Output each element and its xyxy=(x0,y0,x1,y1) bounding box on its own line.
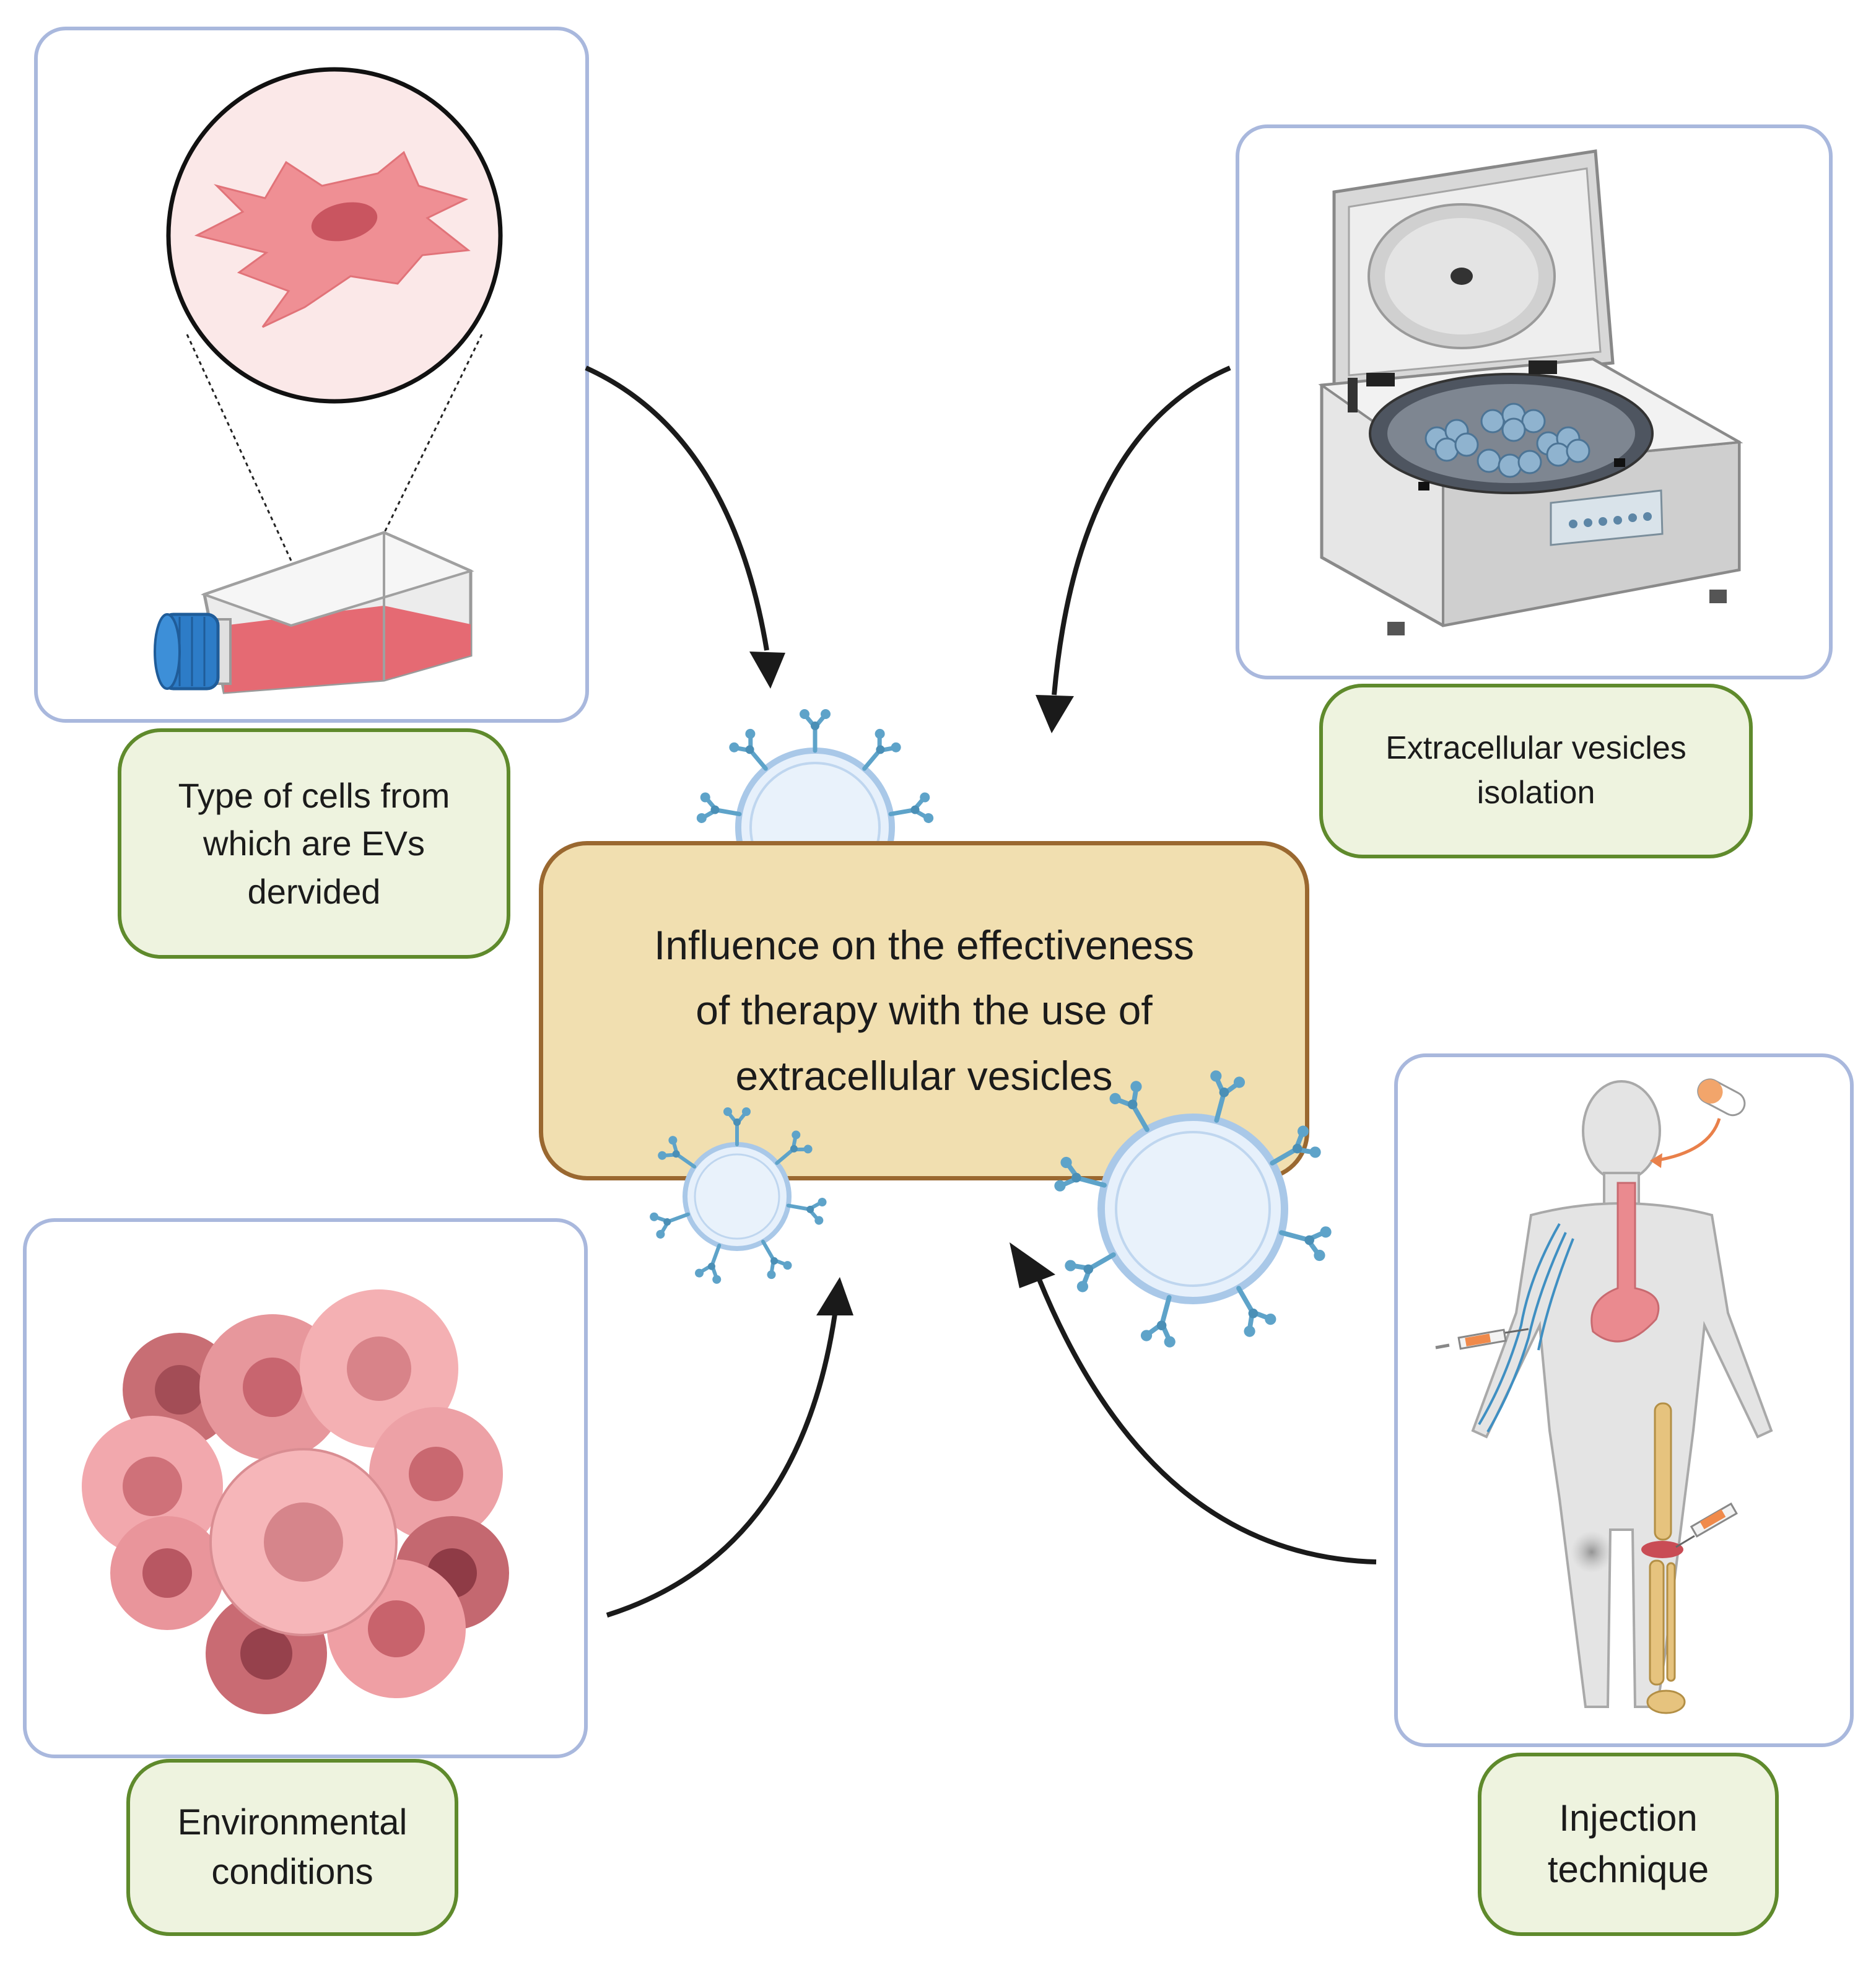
centrifuge-icon xyxy=(1318,149,1743,635)
injection-text: Injection technique xyxy=(1547,1797,1709,1890)
arrow-from-cell-type xyxy=(585,365,785,689)
cell-type-text: Type of cells from which are EVs dervide… xyxy=(178,776,450,911)
cell-cluster-icon xyxy=(82,1289,509,1714)
arrow-from-isolation xyxy=(1036,365,1231,733)
arrow-from-environment xyxy=(606,1277,853,1618)
isolation-label: Extracellular vesicles isolation xyxy=(1319,684,1753,858)
human-body-injection-icon xyxy=(1435,1078,1773,1714)
culture-flask-with-magnified-cell-icon xyxy=(154,67,503,694)
central-outcome-box: Influence on the effectiveness of therap… xyxy=(539,841,1309,1180)
arrow-from-injection xyxy=(1010,1242,1377,1564)
environment-text: Environmental conditions xyxy=(177,1802,408,1892)
injection-label: Injection technique xyxy=(1478,1753,1779,1936)
environment-label: Environmental conditions xyxy=(126,1759,458,1936)
central-outcome-text: Influence on the effectiveness of therap… xyxy=(653,922,1195,1099)
isolation-text: Extracellular vesicles isolation xyxy=(1385,730,1686,811)
cell-type-label: Type of cells from which are EVs dervide… xyxy=(118,728,510,959)
